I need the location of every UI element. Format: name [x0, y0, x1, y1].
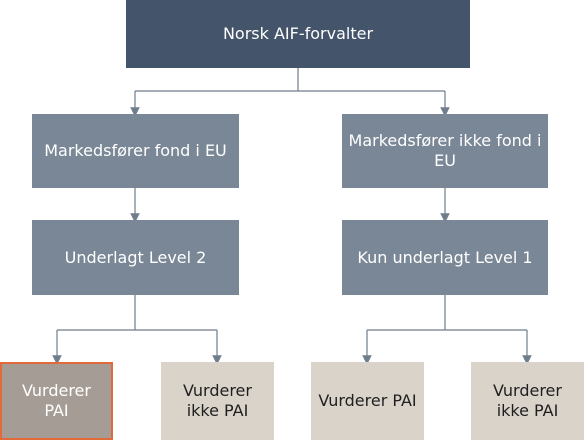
node-underlagt-level-2[interactable]: Underlagt Level 2: [32, 220, 239, 295]
node-label: Markedsfører ikke fond i EU: [348, 131, 542, 170]
node-kun-underlagt-level-1[interactable]: Kun underlagt Level 1: [342, 220, 548, 295]
root-node-norsk-aif-forvalter[interactable]: Norsk AIF-forvalter: [126, 0, 470, 68]
node-label: Kun underlagt Level 1: [357, 247, 533, 267]
leaf-node-vurderer-pai-left[interactable]: Vurderer PAI: [0, 362, 113, 440]
node-label: Underlagt Level 2: [64, 247, 207, 267]
node-markedsforer-fond-i-eu[interactable]: Markedsfører fond i EU: [32, 114, 239, 188]
node-label: Markedsfører fond i EU: [44, 141, 227, 160]
root-node-label: Norsk AIF-forvalter: [222, 24, 374, 43]
node-markedsforer-ikke-fond-i-eu[interactable]: Markedsfører ikke fond i EU: [342, 114, 548, 188]
leaf-label: Vurderer PAI: [318, 391, 417, 410]
leaf-label: Vurderer ikke PAI: [183, 381, 252, 420]
leaf-node-vurderer-ikke-pai-left[interactable]: Vurderer ikke PAI: [161, 362, 274, 440]
leaf-label: Vurderer PAI: [22, 381, 91, 420]
leaf-node-vurderer-pai-right[interactable]: Vurderer PAI: [311, 362, 424, 440]
leaf-node-vurderer-ikke-pai-right[interactable]: Vurderer ikke PAI: [471, 362, 584, 440]
leaf-label: Vurderer ikke PAI: [493, 381, 562, 420]
